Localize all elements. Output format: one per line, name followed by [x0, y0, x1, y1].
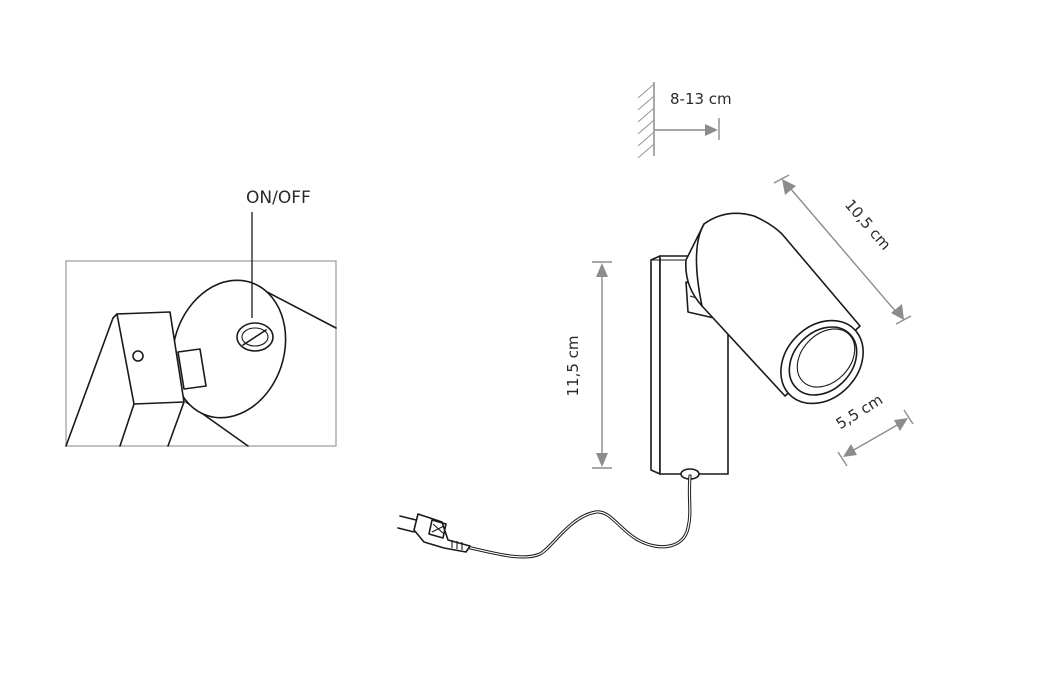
- box-right-edge: [167, 401, 185, 447]
- power-cable: [460, 474, 692, 559]
- height-arrow-top: [596, 263, 608, 277]
- wall-distance-label: 8-13 cm: [670, 90, 732, 108]
- height-dimension: 11,5 cm: [564, 261, 612, 469]
- plug-pin-top: [399, 515, 417, 521]
- diameter-right-tick: [903, 409, 914, 425]
- switch-disc: [171, 279, 287, 419]
- box-left-edge: [65, 313, 118, 447]
- arm-arrow-top: [782, 179, 796, 195]
- box-front: [116, 311, 185, 405]
- wall-arrow-head: [705, 124, 718, 136]
- plug-pin-bottom: [397, 527, 415, 533]
- diameter-label: 5,5 cm: [833, 390, 886, 433]
- arm-arrow-bottom: [891, 304, 904, 320]
- arm-length-label: 10,5 cm: [841, 196, 895, 254]
- plate-side: [650, 255, 661, 475]
- spot-reflector: [796, 328, 856, 388]
- spot-body-edge: [695, 223, 705, 307]
- switch-detail-inset: ON/OFF: [65, 188, 337, 447]
- diameter-left-tick: [837, 451, 848, 467]
- plug-body: [413, 513, 471, 553]
- wall-hatch: [637, 83, 655, 159]
- arm-top-tick: [773, 174, 790, 184]
- switch-label: ON/OFF: [246, 188, 311, 208]
- spot-rim-inner: [788, 326, 858, 396]
- switch-knob-slot: [242, 329, 267, 346]
- connector-block: [177, 348, 207, 390]
- diameter-arrow-left: [843, 444, 857, 457]
- wall-distance-dimension: 8-13 cm: [637, 82, 732, 159]
- diameter-line: [851, 423, 900, 452]
- switch-knob: [236, 322, 274, 352]
- arm-line: [789, 187, 898, 314]
- diameter-arrow-right: [894, 418, 908, 431]
- power-cable-inner: [461, 475, 691, 558]
- arm-bottom-tick: [895, 315, 912, 325]
- wall-lamp: [397, 212, 864, 559]
- inset-frame: [65, 260, 337, 447]
- height-label: 11,5 cm: [564, 335, 582, 396]
- power-plug: [397, 513, 471, 553]
- plug-grip: [428, 519, 447, 539]
- diameter-dimension: 5,5 cm: [833, 390, 914, 467]
- box-lower-edge: [119, 403, 135, 447]
- box-screw: [132, 350, 144, 362]
- switch-knob-inner: [241, 327, 269, 347]
- plug-grip-x2: [431, 525, 445, 533]
- height-arrow-bottom: [596, 453, 608, 467]
